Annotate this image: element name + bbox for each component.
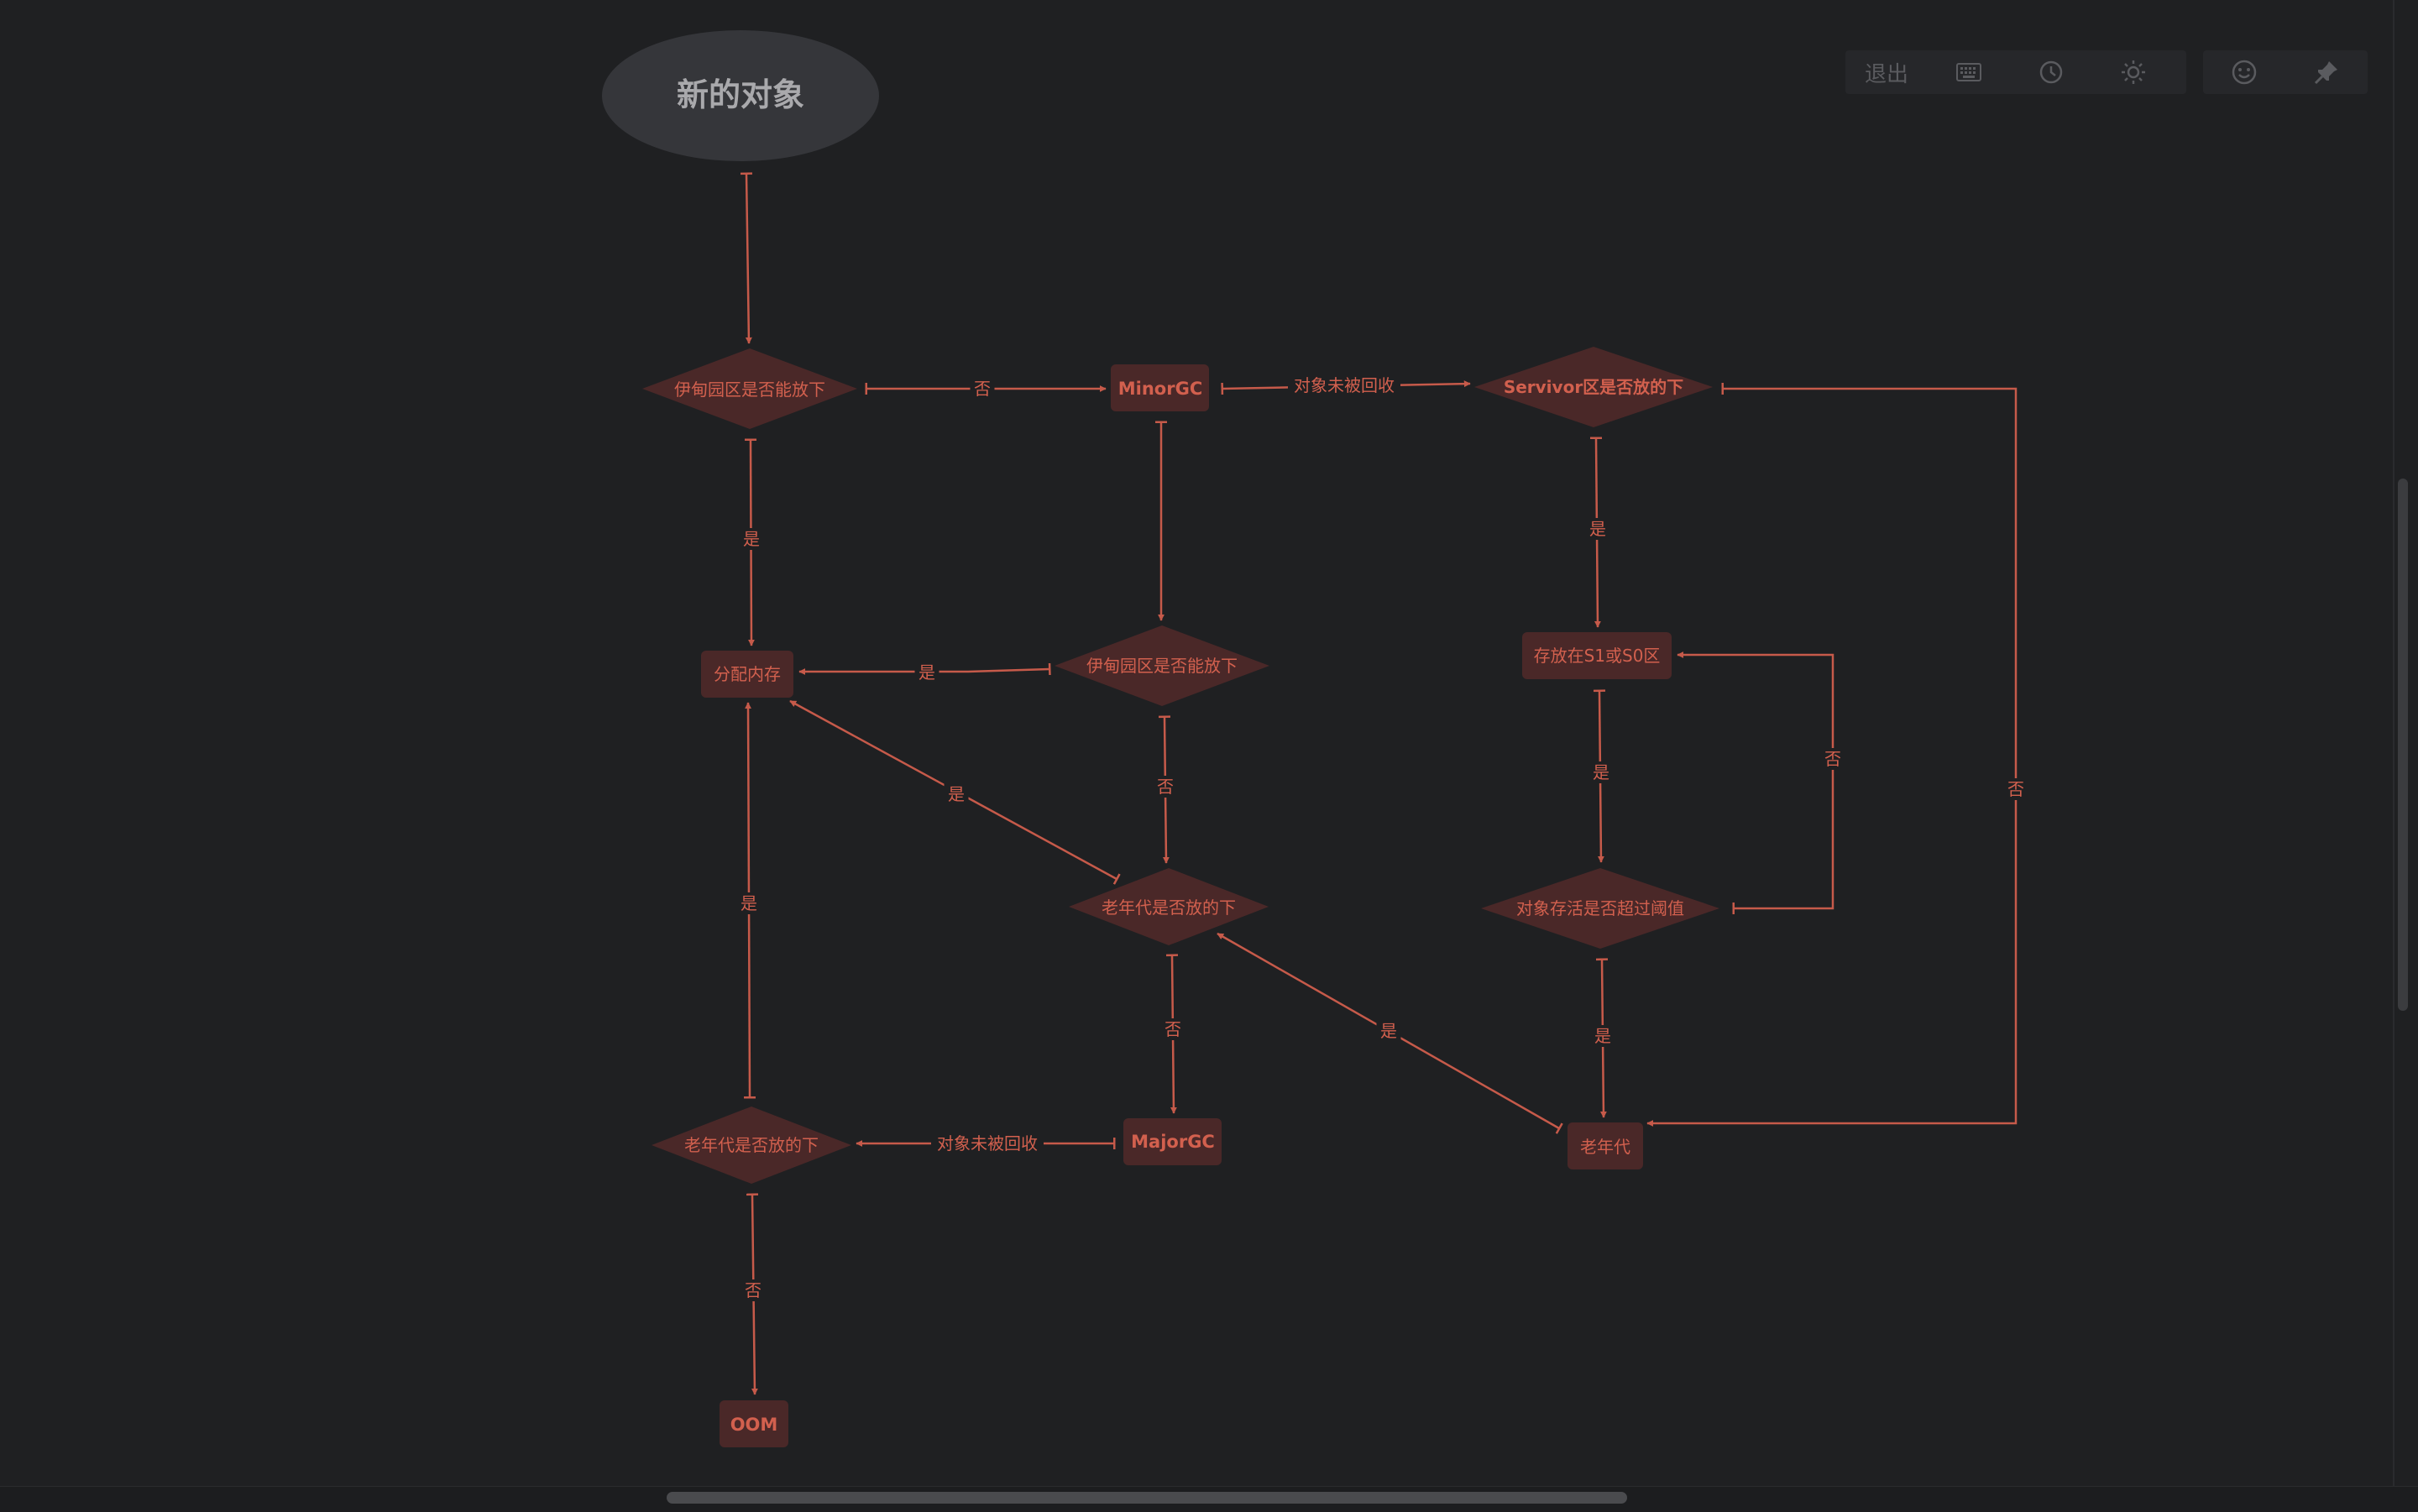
eden-check-2-label: 伊甸园区是否能放下 [1086, 656, 1238, 676]
theme-button[interactable] [2092, 50, 2175, 94]
major-gc-node[interactable]: MajorGC [1123, 1118, 1222, 1165]
edge-label-bg-eden2-to-alloc [914, 662, 939, 683]
edges-layer [740, 172, 2018, 1395]
start-node-label: 新的对象 [677, 76, 804, 113]
eden-check-1-label: 伊甸园区是否能放下 [674, 379, 825, 400]
edge-label-oldgen1-to-majorgc: 否 [1165, 1019, 1181, 1039]
old-gen-check-2-label: 老年代是否放的下 [684, 1135, 819, 1155]
edge-label-eden1-to-minorgc: 否 [974, 379, 991, 399]
old-gen-node[interactable]: 老年代 [1568, 1122, 1643, 1169]
eden-check-1-node[interactable]: 伊甸园区是否能放下 [642, 348, 857, 429]
edge-label-bg-oldgen-to-oldgen1 [1376, 1020, 1401, 1042]
age-threshold-check-label: 对象存活是否超过阈值 [1516, 898, 1684, 918]
old-gen-check-1-shape [1069, 868, 1269, 945]
edge-eden2-to-alloc[interactable] [798, 662, 1051, 676]
emoji-button[interactable] [2203, 50, 2285, 94]
edge-label-minorgc-to-survivor: 对象未被回收 [1294, 375, 1395, 395]
edge-label-bg-oldgen2-to-oom [741, 1279, 766, 1301]
pin-button[interactable] [2285, 50, 2368, 94]
horizontal-scrollbar[interactable] [667, 1492, 1627, 1504]
store-s1-s0-label: 存放在S1或S0区 [1534, 646, 1661, 666]
edge-label-bg-eden1-to-minorgc [970, 378, 995, 400]
edge-label-threshold-to-store: 否 [1824, 749, 1841, 769]
edge-label-bg-survivor-to-oldgen [2003, 778, 2028, 800]
edge-label-oldgen2-to-oom: 否 [745, 1280, 762, 1300]
minor-gc-node[interactable]: MinorGC [1111, 364, 1209, 411]
edge-label-bg-eden2-to-oldgen1 [1153, 776, 1178, 798]
edge-label-eden2-to-oldgen1: 否 [1157, 777, 1174, 797]
edge-label-bg-eden1-to-alloc [739, 528, 764, 550]
survivor-check-node[interactable]: Servivor区是否放的下 [1474, 347, 1713, 427]
allocate-memory-node[interactable]: 分配内存 [701, 651, 793, 698]
toolbar-main: 退出 [1845, 50, 2186, 94]
minor-gc-shape [1111, 364, 1209, 411]
old-gen-check-2-node[interactable]: 老年代是否放的下 [652, 1107, 851, 1184]
survivor-check-shape [1474, 347, 1713, 427]
edge-label-bg-threshold-to-store [1820, 748, 1845, 770]
eden-check-2-node[interactable]: 伊甸园区是否能放下 [1055, 625, 1269, 706]
edge-label-threshold-to-oldgen: 是 [1594, 1026, 1611, 1046]
major-gc-label: MajorGC [1131, 1132, 1215, 1152]
allocate-memory-shape [701, 651, 793, 698]
old-gen-check-1-node[interactable]: 老年代是否放的下 [1069, 868, 1269, 945]
edge-label-bg-majorgc-to-oldgen2 [931, 1133, 1044, 1154]
edge-labels-layer: 否对象未被回收是是是否否是否是是否是是对象未被回收否 [736, 374, 2028, 1301]
keyboard-button[interactable] [1928, 50, 2010, 94]
age-threshold-check-node[interactable]: 对象存活是否超过阈值 [1481, 868, 1719, 949]
old-gen-shape [1568, 1122, 1643, 1169]
exit-button[interactable]: 退出 [1845, 50, 1928, 94]
history-button[interactable] [2010, 50, 2092, 94]
edge-label-majorgc-to-oldgen2: 对象未被回收 [937, 1133, 1038, 1154]
old-gen-check-2-shape [652, 1107, 851, 1184]
edge-label-oldgen-to-oldgen1: 是 [1380, 1021, 1397, 1041]
oom-shape [720, 1400, 788, 1447]
edge-label-oldgen1-to-alloc: 是 [948, 784, 965, 804]
edge-threshold-to-store[interactable] [1677, 651, 1834, 914]
edge-label-eden2-to-alloc: 是 [919, 662, 935, 683]
edge-label-survivor-to-store: 是 [1589, 519, 1606, 539]
major-gc-shape [1123, 1118, 1222, 1165]
old-gen-check-1-label: 老年代是否放的下 [1102, 897, 1236, 918]
sun-icon [2120, 59, 2147, 86]
oom-node[interactable]: OOM [720, 1400, 788, 1447]
smiley-icon [2231, 59, 2258, 86]
exit-button-label: 退出 [1864, 61, 1908, 87]
old-gen-label: 老年代 [1580, 1137, 1630, 1157]
store-s1-s0-node[interactable]: 存放在S1或S0区 [1522, 632, 1672, 679]
edge-label-eden1-to-alloc: 是 [743, 529, 760, 549]
edge-survivor-to-oldgen[interactable] [1646, 383, 2018, 1127]
age-threshold-check-shape [1481, 868, 1719, 949]
edge-start-to-eden1[interactable] [740, 172, 753, 344]
oom-label: OOM [730, 1415, 778, 1435]
survivor-check-label: Servivor区是否放的下 [1504, 377, 1683, 397]
edge-label-oldgen2-to-alloc: 是 [741, 893, 757, 913]
toolbar-extra [2203, 50, 2368, 94]
start-node-shape [602, 30, 879, 161]
pin-icon [2313, 59, 2340, 86]
allocate-memory-label: 分配内存 [714, 664, 781, 684]
keyboard-icon [1956, 62, 1981, 82]
edge-label-bg-oldgen1-to-alloc [944, 783, 969, 805]
edge-label-bg-threshold-to-oldgen [1590, 1025, 1615, 1047]
vertical-scroll-track [2393, 0, 2394, 1486]
edge-label-bg-store-to-threshold [1588, 761, 1614, 783]
edge-label-bg-oldgen1-to-majorgc [1160, 1018, 1185, 1040]
minor-gc-label: MinorGC [1118, 379, 1202, 399]
edge-label-store-to-threshold: 是 [1593, 762, 1609, 782]
edge-label-bg-survivor-to-store [1585, 518, 1610, 540]
edge-label-bg-oldgen2-to-alloc [736, 892, 762, 914]
clock-icon [2039, 60, 2064, 85]
edge-label-survivor-to-oldgen: 否 [2007, 779, 2024, 799]
start-node[interactable]: 新的对象 [602, 30, 879, 161]
vertical-scrollbar[interactable] [2398, 479, 2408, 1011]
store-s1-s0-shape [1522, 632, 1672, 679]
edge-label-bg-minorgc-to-survivor [1288, 374, 1400, 396]
eden-check-1-shape [642, 348, 857, 429]
eden-check-2-shape [1055, 625, 1269, 706]
